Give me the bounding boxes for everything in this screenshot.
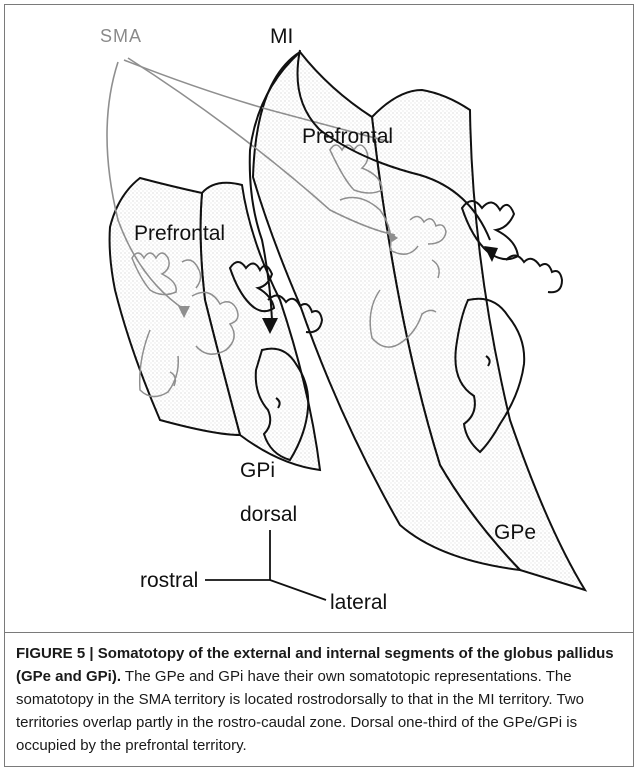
globus-pallidus-diagram	[0, 0, 640, 632]
orientation-axes	[205, 530, 326, 600]
gpe-label: GPe	[494, 522, 536, 543]
prefrontal-gpe-label: Prefrontal	[302, 126, 393, 147]
rostral-label: rostral	[140, 570, 198, 591]
prefrontal-gpi-label: Prefrontal	[134, 223, 225, 244]
dorsal-label: dorsal	[240, 504, 297, 525]
gpi-label: GPi	[240, 460, 275, 481]
figure-caption: FIGURE 5 | Somatotopy of the external an…	[16, 642, 628, 757]
caption-divider	[4, 632, 634, 633]
lateral-label: lateral	[330, 592, 387, 613]
mi-label: MI	[270, 26, 293, 47]
sma-label: SMA	[100, 27, 142, 45]
